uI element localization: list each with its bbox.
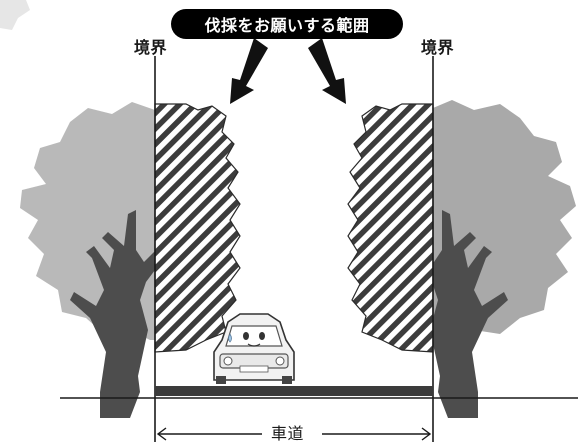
- right-arrow-icon: [308, 38, 346, 104]
- left-arrow-icon: [230, 38, 268, 104]
- right-clearing-zone: [347, 103, 434, 353]
- left-clearing-zone: [154, 103, 241, 353]
- roadway-dimension-right-arrow-icon: [421, 427, 432, 441]
- left-tree-trunk: [70, 210, 170, 418]
- roadway-label: 車道: [271, 424, 305, 443]
- right-boundary-label: 境界: [421, 38, 455, 57]
- corner-decoration: [0, 0, 30, 30]
- car-character: [213, 313, 295, 384]
- left-boundary-label: 境界: [134, 38, 168, 57]
- roadway-dimension-left-arrow-icon: [156, 427, 167, 441]
- clearing-area-title: 伐採をお願いする範囲: [171, 9, 403, 39]
- roadway-bar: [155, 386, 433, 396]
